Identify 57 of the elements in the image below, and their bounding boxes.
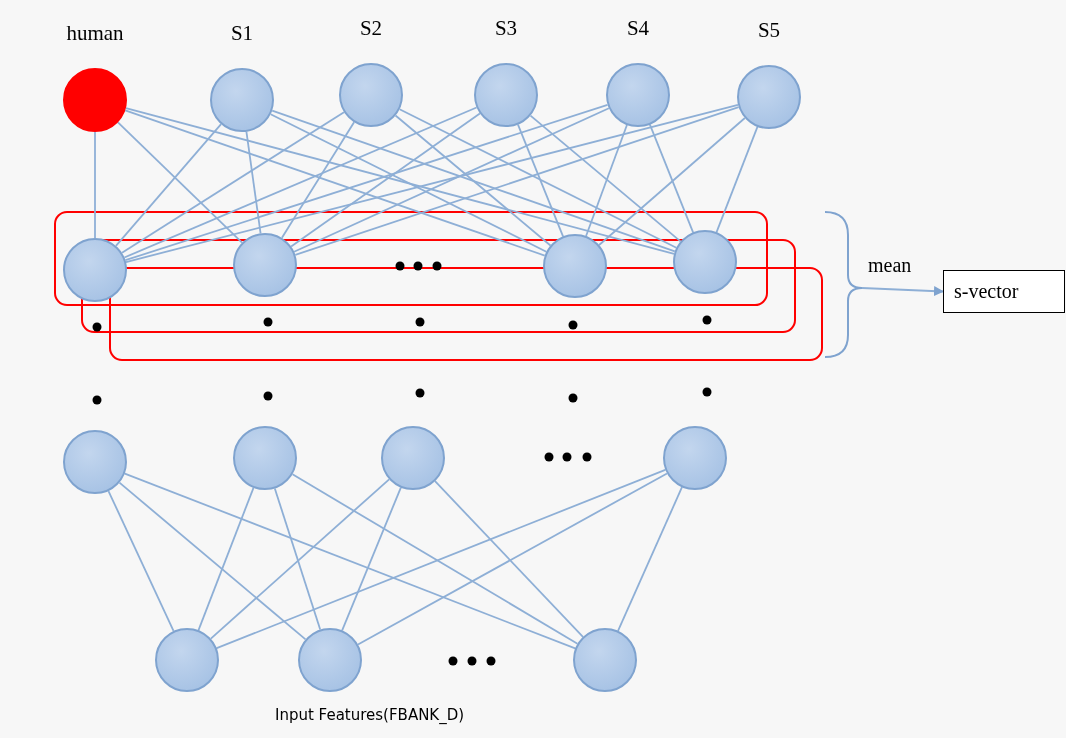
connection-line bbox=[269, 113, 548, 253]
connection-line bbox=[125, 107, 675, 255]
neuron-circle bbox=[663, 426, 727, 490]
neuron-circle bbox=[233, 426, 297, 490]
neuron-circle bbox=[63, 430, 127, 494]
node-label: human bbox=[65, 20, 125, 46]
neuron-circle bbox=[233, 233, 297, 297]
node-label: S3 bbox=[493, 15, 519, 41]
neuron-circle bbox=[573, 628, 637, 692]
neuron-circle bbox=[63, 238, 127, 302]
connection-line bbox=[529, 114, 682, 243]
curly-bracket bbox=[823, 210, 863, 360]
node-label: S5 bbox=[756, 17, 782, 43]
connection-line bbox=[117, 121, 243, 244]
connection-line bbox=[94, 131, 96, 239]
arrow bbox=[861, 286, 944, 297]
connection-line bbox=[598, 117, 746, 246]
connection-line bbox=[123, 106, 478, 259]
connection-line bbox=[294, 106, 740, 256]
connection-line bbox=[118, 481, 307, 641]
connection-line bbox=[121, 111, 345, 254]
connection-line bbox=[125, 104, 739, 263]
neuron-circle bbox=[298, 628, 362, 692]
layer-caption: Input Features(FBANK_D) bbox=[275, 706, 465, 724]
connection-line bbox=[715, 125, 759, 234]
edge-label: mean bbox=[868, 254, 912, 277]
connection-line bbox=[434, 480, 584, 638]
connection-line bbox=[281, 121, 355, 239]
connection-line bbox=[115, 123, 222, 247]
connection-line bbox=[293, 107, 610, 253]
node-label: S4 bbox=[625, 15, 651, 41]
connection-line bbox=[357, 472, 668, 646]
connection-line bbox=[649, 123, 694, 234]
connection-line bbox=[123, 472, 577, 650]
connection-line bbox=[245, 130, 262, 235]
output-box: s-vector bbox=[943, 270, 1065, 313]
connection-line bbox=[273, 487, 322, 631]
connection-line bbox=[617, 486, 683, 632]
node-label: S1 bbox=[229, 20, 255, 46]
connection-line bbox=[124, 103, 609, 262]
connection-line bbox=[271, 109, 676, 253]
connection-line bbox=[585, 124, 628, 237]
connection-line bbox=[341, 486, 402, 632]
connection-line bbox=[394, 114, 552, 247]
connection-line bbox=[197, 486, 255, 632]
node-label: S2 bbox=[358, 15, 384, 41]
connection-line bbox=[517, 123, 564, 238]
connection-line bbox=[209, 478, 391, 640]
connection-line bbox=[107, 490, 175, 632]
neuron-circle bbox=[381, 426, 445, 490]
neuron-circle bbox=[543, 234, 607, 298]
connection-line bbox=[290, 112, 481, 248]
connection-line bbox=[215, 468, 667, 650]
neuron-circle bbox=[155, 628, 219, 692]
connection-line bbox=[124, 109, 546, 257]
neuron-circle bbox=[673, 230, 737, 294]
connection-line bbox=[291, 473, 579, 645]
